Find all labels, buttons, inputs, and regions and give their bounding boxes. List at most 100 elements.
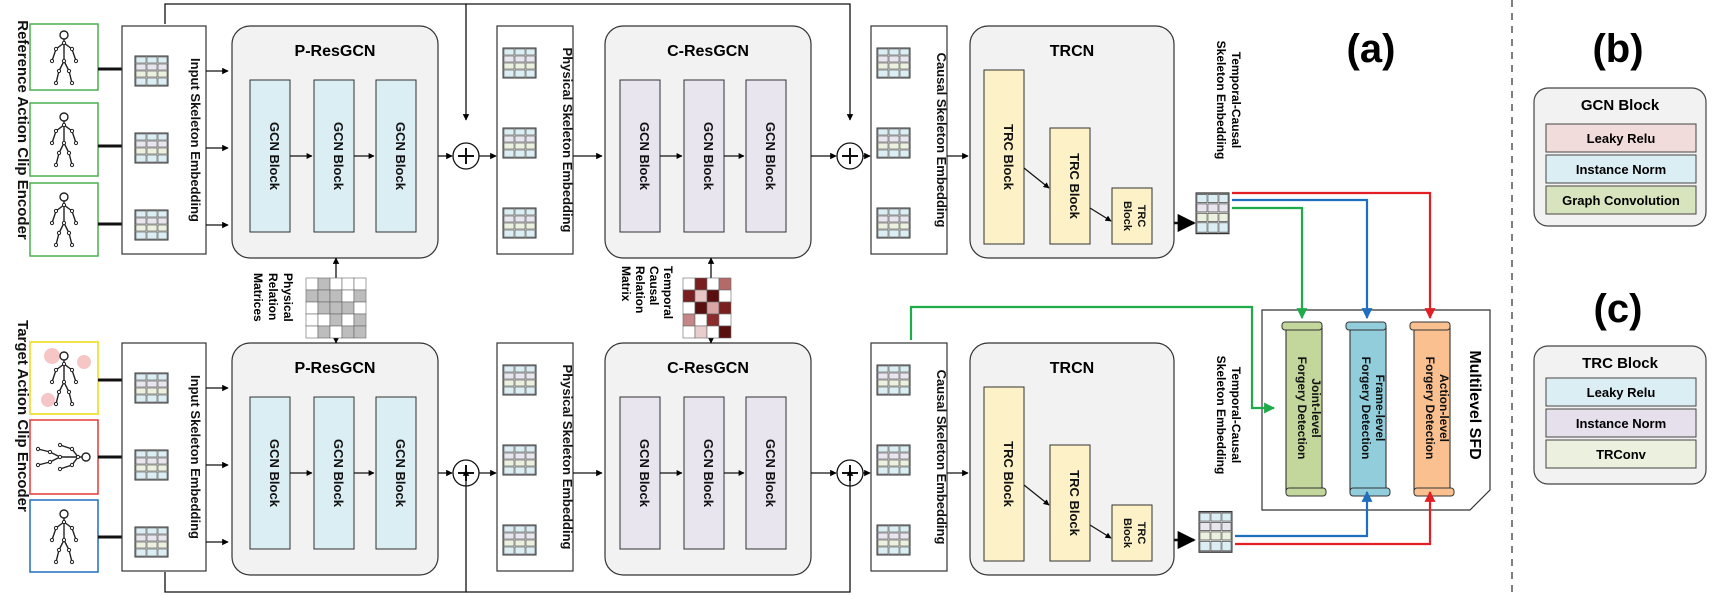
tgt-p-gcn-label-2: GCN Block — [331, 439, 346, 508]
ref-causal-emb-3 — [876, 207, 911, 239]
ref-phys-emb-3 — [502, 207, 537, 239]
ref-trcn-title: TRCN — [1050, 43, 1094, 60]
tgt-causal-emb-2 — [876, 444, 911, 476]
panel-a-label: (a) — [1347, 27, 1396, 71]
ref-p-gcn-block-3 — [375, 79, 417, 233]
tgt-trc-label-1: TRC Block — [1001, 441, 1016, 508]
temp-rel-label-3: Relation — [633, 266, 647, 313]
ref-trc-small-label-1: TRC — [1135, 205, 1147, 228]
ref-p-gcn-label-2: GCN Block — [331, 122, 346, 191]
ref-causal-emb-2 — [876, 127, 911, 159]
joint-level-detection — [1285, 325, 1323, 493]
tgt-p-gcn-label-3: GCN Block — [393, 439, 408, 508]
ref-c-gcn-label-1: GCN Block — [637, 122, 652, 191]
ref-frames — [29, 23, 99, 257]
tgt-input-emb-1 — [134, 372, 169, 404]
ref-p-resgcn-title: P-ResGCN — [295, 43, 376, 60]
ref-causal-embedding-label: Causal Skeleton Embedding — [934, 53, 949, 228]
ref-causal-emb-1 — [876, 47, 911, 79]
tgt-c-gcn-label-3: GCN Block — [763, 439, 778, 508]
ref-trc-label-2: TRC Block — [1067, 153, 1082, 220]
tgt-encoder-label: Target Action Clip Encoder — [14, 320, 31, 512]
ref-p-gcn-label-3: GCN Block — [393, 122, 408, 191]
trc-row-1: Leaky Relu — [1587, 385, 1656, 400]
target-row: Input Skeleton Embedding P-ResGCN GCN Bloc… — [121, 342, 1196, 576]
ref-c-gcn-label-2: GCN Block — [701, 122, 716, 191]
tgt-trc-block-1 — [983, 386, 1025, 562]
tgt-input-embedding-label: Input Skeleton Embedding — [188, 375, 203, 539]
ref-c-gcn-label-3: GCN Block — [763, 122, 778, 191]
tgt-phys-emb-3 — [502, 524, 537, 556]
reference-row: Input Skeleton Embedding P-ResGCN GCN Bloc… — [121, 25, 1196, 259]
tgt-trc-small-label-2: Block — [1121, 518, 1133, 549]
skip-connections — [164, 3, 854, 593]
tgt-p-gcn-block-1 — [249, 396, 291, 550]
gcn-block-title: GCN Block — [1581, 97, 1660, 114]
tc-embedding-top-label-2: Skeleton Embedding — [1214, 41, 1228, 160]
tgt-p-gcn-block-3 — [375, 396, 417, 550]
trc-row-2: Instance Norm — [1576, 416, 1666, 431]
physical-relation-matrix: Physical Relation Matrices — [251, 257, 367, 344]
trc-row-3: TRConv — [1596, 447, 1647, 462]
gcn-row-2: Instance Norm — [1576, 162, 1666, 177]
ref-phys-emb-1 — [502, 47, 537, 79]
ref-trc-label-1: TRC Block — [1001, 124, 1016, 191]
ref-trc-block-3 — [1111, 187, 1153, 245]
frame-level-detection-label-1: Frame-level — [1373, 375, 1387, 442]
panel-c-label: (c) — [1594, 287, 1643, 331]
ref-trc-block-2 — [1049, 127, 1091, 245]
temporal-relation-matrix: Temporal Causal Relation Matrix — [619, 257, 732, 344]
tgt-causal-emb-3 — [876, 524, 911, 556]
ref-p-gcn-block-2 — [313, 79, 355, 233]
ref-c-resgcn-title: C-ResGCN — [667, 43, 749, 60]
trc-block-title: TRC Block — [1582, 355, 1659, 372]
tgt-causal-emb-1 — [876, 364, 911, 396]
action-level-detection-label-2: Forgery Detection — [1423, 357, 1437, 460]
ref-p-gcn-label-1: GCN Block — [267, 122, 282, 191]
tgt-input-emb-2 — [134, 449, 169, 481]
tgt-phys-emb-2 — [502, 444, 537, 476]
ref-c-gcn-block-2 — [683, 79, 725, 233]
sfd-connectors — [909, 191, 1436, 546]
tgt-p-gcn-block-2 — [313, 396, 355, 550]
temp-rel-label-4: Matrix — [619, 266, 633, 302]
frame-level-detection-label-2: Forgery Detection — [1359, 357, 1373, 460]
gcn-row-1: Leaky Relu — [1587, 131, 1656, 146]
ref-trc-small-label-2: Block — [1121, 201, 1133, 232]
tgt-trc-small-label-1: TRC — [1135, 522, 1147, 545]
ref-input-embedding-label: Input Skeleton Embedding — [188, 58, 203, 222]
joint-level-detection-label-2: Forgery Detection — [1295, 357, 1309, 460]
gcn-block-detail: GCN Block Leaky Relu Instance Norm Graph… — [1533, 87, 1707, 227]
tgt-trc-label-2: TRC Block — [1067, 470, 1082, 537]
ref-trc-block-1 — [983, 69, 1025, 245]
temp-rel-label-1: Temporal — [661, 266, 675, 319]
tgt-c-resgcn-title: C-ResGCN — [667, 360, 749, 377]
phys-rel-label-1: Physical — [281, 273, 295, 322]
phys-rel-label-2: Relation — [266, 273, 280, 320]
panel-b-label: (b) — [1592, 27, 1643, 71]
ref-encoder-label: Reference Action Clip Encoder — [14, 20, 31, 240]
tc-embedding-top-label-1: Temporal-Causal — [1229, 52, 1243, 148]
ref-input-emb-1 — [134, 55, 169, 87]
ref-physical-embedding-label: Physical Skeleton Embedding — [560, 48, 575, 233]
joint-level-detection-label-1: Joint-level — [1309, 378, 1323, 437]
trc-block-detail: TRC Block Leaky Relu Instance Norm TRCon… — [1533, 345, 1707, 485]
tgt-p-resgcn-title: P-ResGCN — [295, 360, 376, 377]
ref-phys-emb-2 — [502, 127, 537, 159]
tc-embedding-bot-label-2: Skeleton Embedding — [1214, 356, 1228, 475]
action-level-detection-label-1: Action-level — [1437, 374, 1451, 442]
tgt-physical-embedding-label: Physical Skeleton Embedding — [560, 365, 575, 550]
tgt-trcn-title: TRCN — [1050, 360, 1094, 377]
tgt-phys-emb-1 — [502, 364, 537, 396]
temp-rel-label-2: Causal — [647, 266, 661, 305]
ref-input-emb-2 — [134, 132, 169, 164]
tc-embedding-bot: Temporal-Causal Skeleton Embedding — [1198, 356, 1243, 553]
tgt-c-gcn-label-1: GCN Block — [637, 439, 652, 508]
tgt-frames — [29, 341, 99, 573]
tgt-p-gcn-label-1: GCN Block — [267, 439, 282, 508]
ref-c-gcn-block-3 — [745, 79, 787, 233]
tgt-causal-embedding-label: Causal Skeleton Embedding — [934, 370, 949, 545]
tgt-trc-block-2 — [1049, 444, 1091, 562]
phys-rel-label-3: Matrices — [251, 273, 265, 322]
